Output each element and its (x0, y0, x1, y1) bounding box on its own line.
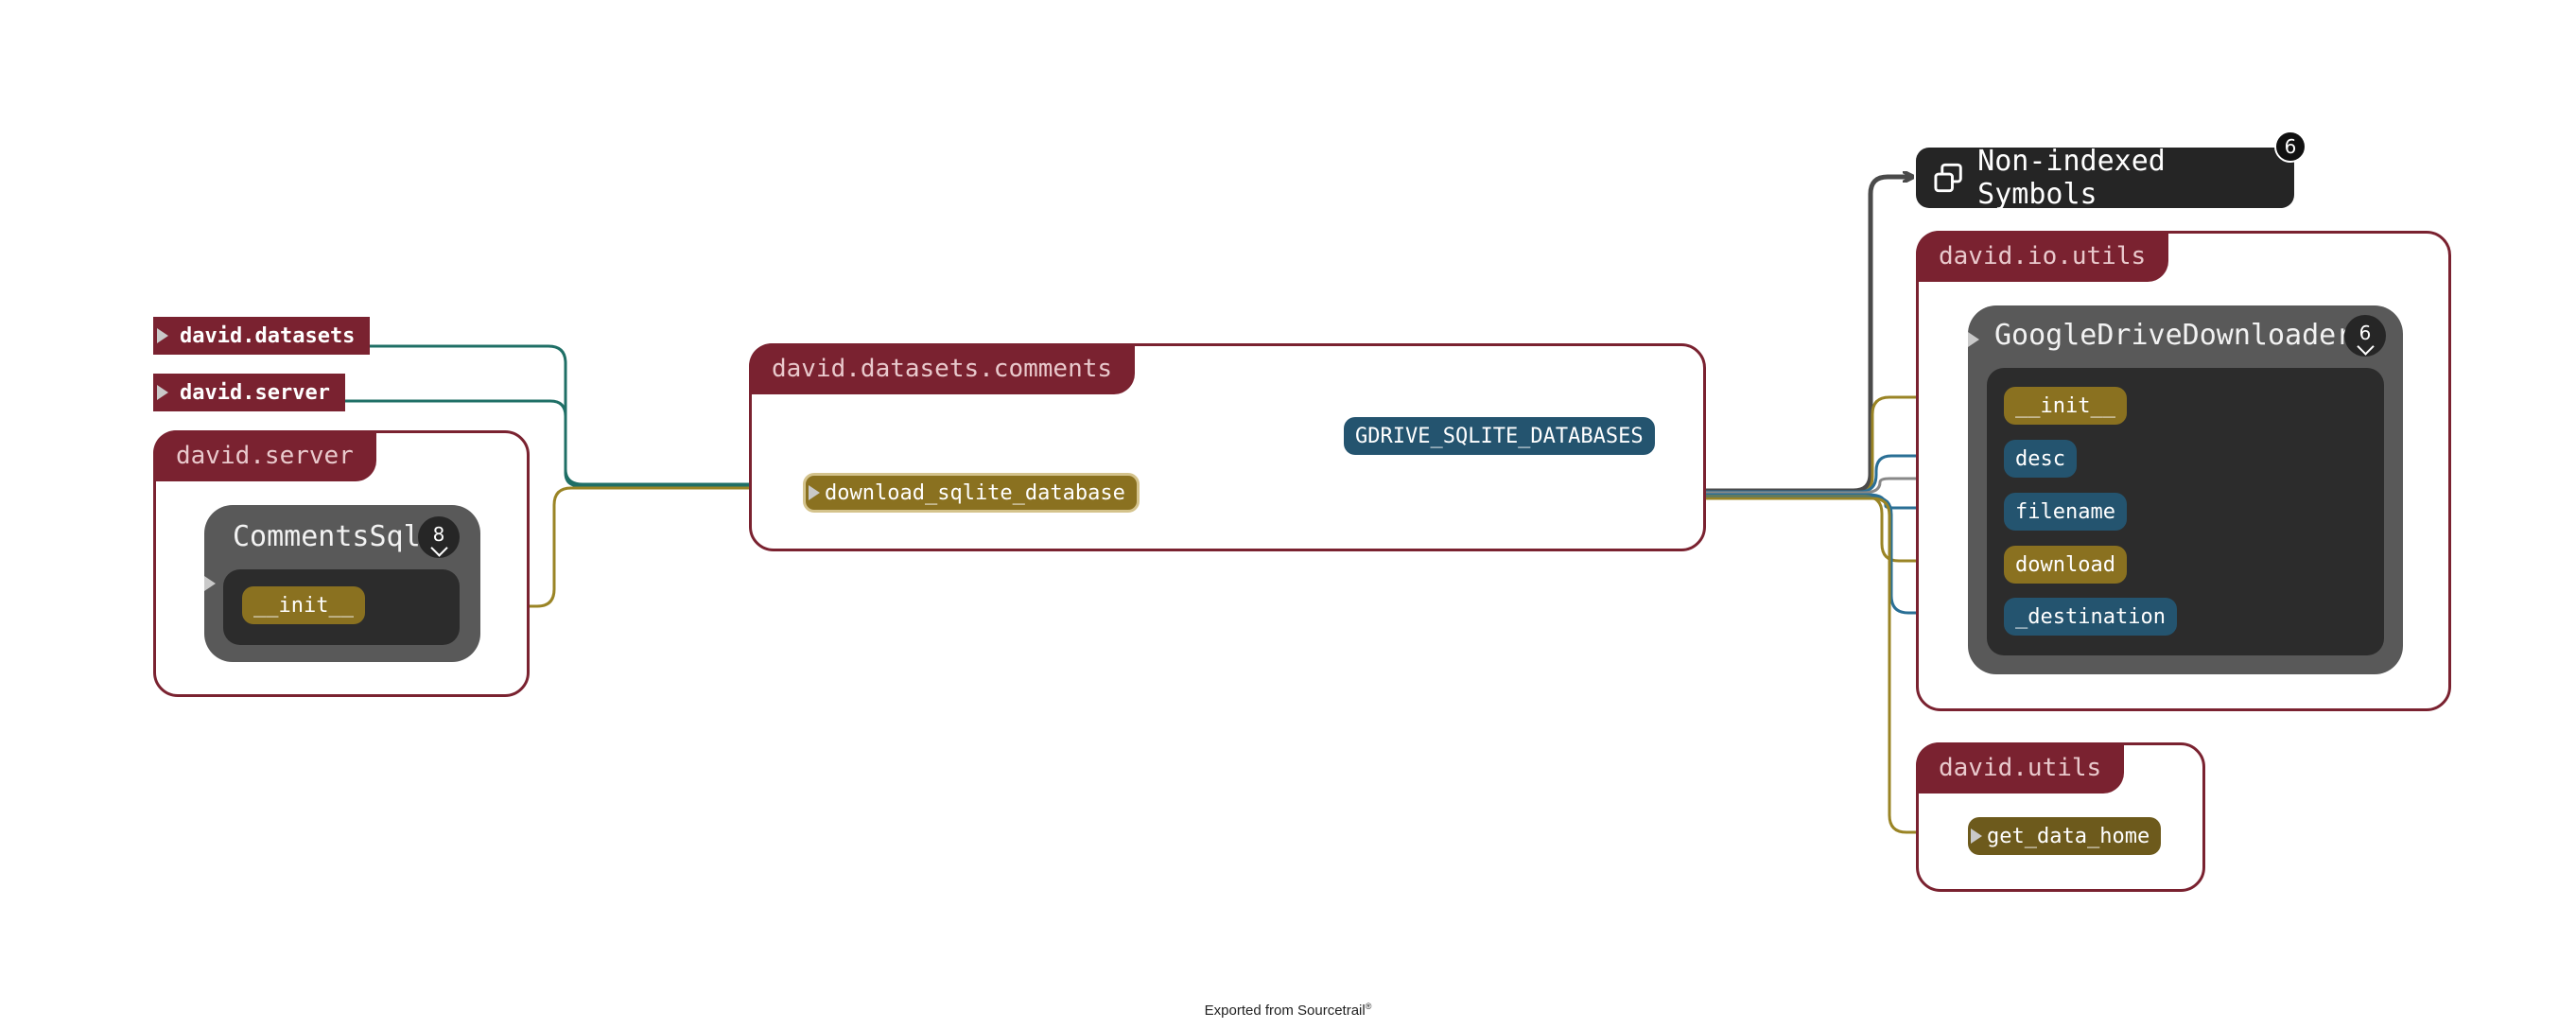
expand-triangle-icon (157, 328, 168, 343)
export-footer: Exported from Sourcetrail® (0, 1002, 2576, 1019)
non-indexed-label: Non-indexed Symbols (1977, 145, 2166, 211)
node-gdrive-init[interactable]: __init__ (2004, 387, 2127, 425)
module-david-datasets-comments[interactable]: david.datasets.comments download_sqlite_… (749, 343, 1706, 551)
module-david-utils[interactable]: david.utils get_data_home (1916, 742, 2205, 892)
expand-triangle-icon (1971, 828, 1982, 844)
node-gdrive-filename[interactable]: filename (2004, 493, 2127, 531)
module-tag-david-server[interactable]: david.server (153, 374, 345, 411)
module-tag-david-datasets[interactable]: david.datasets (153, 317, 371, 355)
module-title: david.utils (1916, 742, 2125, 794)
node-gdrive-sqlite-databases[interactable]: GDRIVE_SQLITE_DATABASES (1344, 417, 1655, 455)
member-count-badge[interactable]: 6 (2344, 315, 2386, 357)
expand-triangle-icon (1968, 332, 1979, 347)
module-title: david.server (153, 430, 376, 481)
non-indexed-count-badge: 6 (2274, 131, 2306, 163)
class-title: GoogleDriveDownloader (1994, 319, 2354, 352)
node-download-sqlite-database[interactable]: download_sqlite_database (803, 473, 1140, 513)
class-comments-sql[interactable]: CommentsSql 8 __init__ (204, 505, 480, 662)
expand-triangle-icon (809, 485, 820, 500)
module-title: david.io.utils (1916, 231, 2169, 282)
module-title: david.datasets.comments (749, 343, 1136, 394)
module-tag-label: david.datasets (180, 323, 356, 348)
class-members: __init__ desc filename download _destina… (1987, 368, 2384, 655)
expand-triangle-icon (204, 576, 216, 591)
node-gdrive-download[interactable]: download (2004, 546, 2127, 584)
module-tag-label: david.server (180, 380, 330, 405)
module-david-server[interactable]: david.server CommentsSql 8 __init__ (153, 430, 530, 697)
node-comments-init[interactable]: __init__ (242, 586, 365, 624)
expand-triangle-icon (157, 385, 168, 400)
class-google-drive-downloader[interactable]: GoogleDriveDownloader 6 __init__ desc fi… (1968, 305, 2403, 674)
node-gdrive-destination[interactable]: _destination (2004, 598, 2177, 636)
node-gdrive-desc[interactable]: desc (2004, 440, 2077, 478)
registered-mark: ® (1365, 1002, 1372, 1011)
node-get-data-home[interactable]: get_data_home (1968, 817, 2162, 855)
module-david-io-utils[interactable]: david.io.utils GoogleDriveDownloader 6 _… (1916, 231, 2451, 711)
class-title: CommentsSql (233, 520, 421, 553)
copy-windows-icon (1934, 163, 1962, 193)
class-members: __init__ (223, 569, 460, 645)
non-indexed-symbols[interactable]: Non-indexed Symbols (1916, 145, 2294, 211)
member-count-badge[interactable]: 8 (418, 516, 460, 558)
footer-text: Exported from Sourcetrail (1204, 1003, 1366, 1019)
